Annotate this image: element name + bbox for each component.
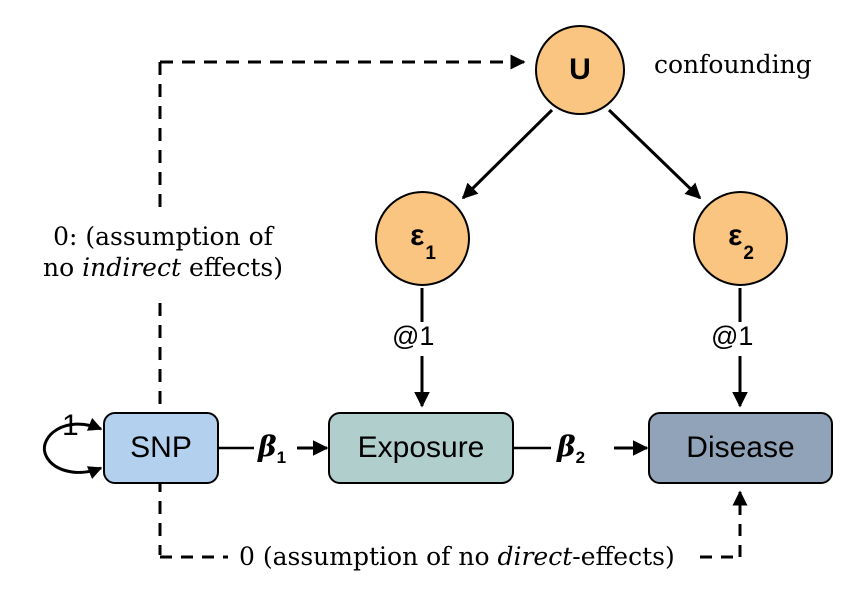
label-eps1-variance: @1 [392, 321, 435, 351]
node-epsilon-1[interactable]: ε1 [375, 191, 470, 286]
annotation-no-indirect-effects: 0: (assumption of no indirect effects) [28, 222, 298, 283]
node-epsilon-1-label: ε1 [410, 219, 436, 264]
annotation-direct-emphasis: direct [497, 542, 573, 571]
node-epsilon-2-subscript: 2 [743, 243, 754, 264]
annotation-no-direct-effects: 0 (assumption of no direct-effects) [239, 542, 675, 571]
node-u[interactable]: U [535, 25, 625, 115]
node-epsilon-1-subscript: 1 [425, 243, 436, 264]
edge-u-to-eps2 [607, 108, 702, 200]
node-exposure[interactable]: Exposure [328, 412, 514, 484]
edge-u-to-eps1 [461, 108, 554, 200]
annotation-indirect-line2: no indirect effects) [43, 252, 283, 282]
node-snp-label: SNP [130, 431, 192, 464]
annotation-indirect-emphasis: indirect [82, 252, 182, 282]
edge-snp-self-loop [42, 417, 103, 480]
label-beta-1: β1 [258, 430, 287, 467]
label-eps2-variance: @1 [711, 321, 754, 351]
label-snp-selfloop-value: 1 [62, 409, 79, 442]
annotation-indirect-line1: 0: (assumption of [53, 222, 273, 251]
label-beta-1-subscript: 1 [276, 448, 287, 467]
node-disease[interactable]: Disease [648, 412, 833, 484]
label-confounding: confounding [654, 50, 812, 79]
node-epsilon-2-label: ε2 [728, 219, 754, 264]
label-beta-2: β2 [557, 430, 586, 467]
node-u-label: U [569, 53, 591, 86]
label-beta-2-subscript: 2 [575, 448, 586, 467]
node-snp[interactable]: SNP [103, 412, 219, 484]
node-disease-label: Disease [686, 431, 795, 464]
node-exposure-label: Exposure [357, 431, 485, 464]
node-epsilon-2[interactable]: ε2 [693, 191, 788, 286]
